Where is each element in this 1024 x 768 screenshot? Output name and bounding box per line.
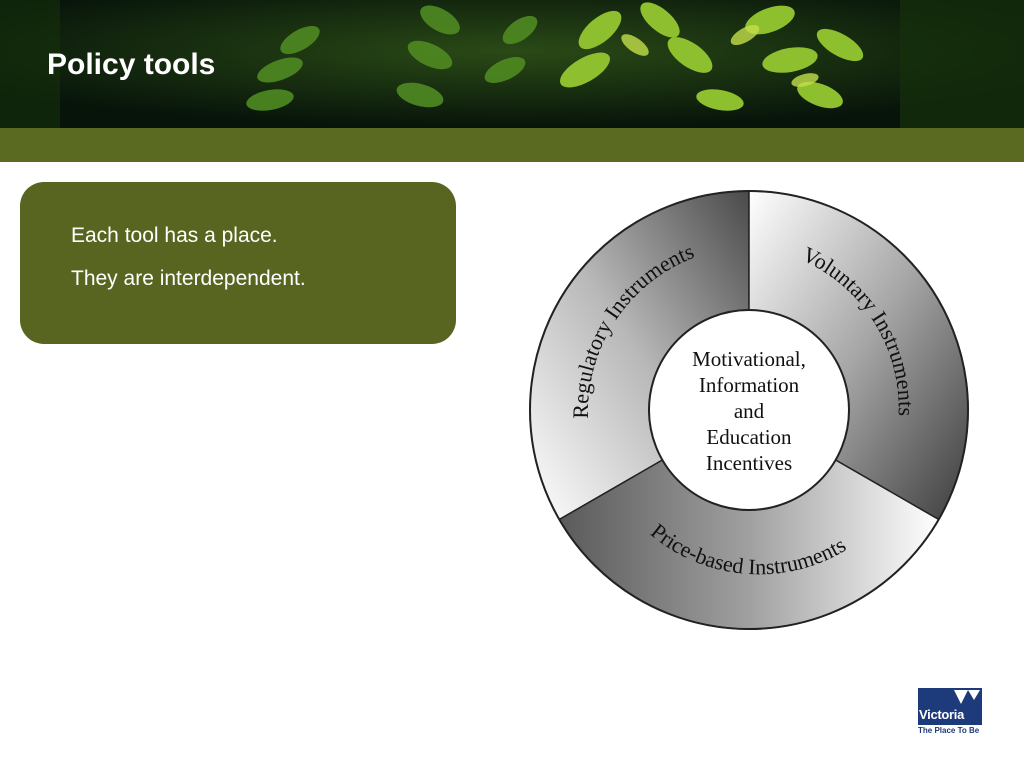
text-box: Each tool has a place. They are interdep… <box>20 182 456 344</box>
ring-diagram-svg: Regulatory Instruments Voluntary Instrum… <box>529 190 969 630</box>
logo-v-mark-icon <box>954 690 980 704</box>
center-text-line: Information <box>699 373 800 397</box>
center-text-line: Incentives <box>706 451 792 475</box>
center-text-line: Education <box>706 425 792 449</box>
center-circle <box>648 309 850 511</box>
header-banner: Policy tools <box>0 0 1024 128</box>
victoria-logo: Victoria The Place To Be <box>918 688 982 738</box>
fern-background-image <box>0 0 1024 128</box>
policy-tools-diagram: Regulatory Instruments Voluntary Instrum… <box>520 180 980 645</box>
slide-title: Policy tools <box>47 48 216 81</box>
text-line: Each tool has a place. <box>71 224 278 247</box>
logo-tagline: The Place To Be <box>918 726 980 735</box>
text-line: They are interdependent. <box>71 267 306 290</box>
center-text-line: Motivational, <box>692 347 806 371</box>
header-band <box>0 128 1024 162</box>
logo-block: Victoria <box>918 688 982 725</box>
center-text-line: and <box>734 399 765 423</box>
logo-word: Victoria <box>919 707 965 722</box>
